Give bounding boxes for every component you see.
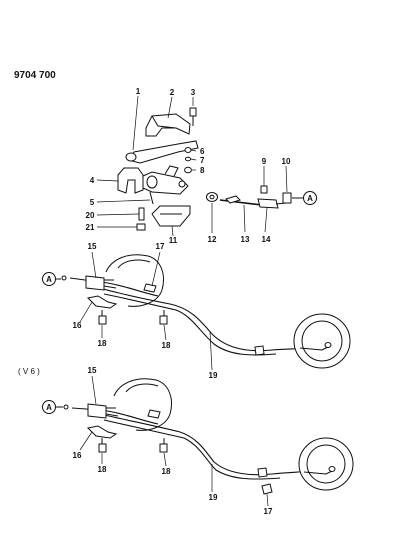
callout-3: 3 [191, 88, 196, 97]
callout-12: 12 [208, 235, 217, 244]
callout-17a: 17 [156, 242, 165, 251]
callout-17b: 17 [264, 507, 273, 516]
callout-15a: 15 [88, 242, 97, 251]
callout-numbers: 1 2 3 4 5 6 7 8 9 10 11 12 13 14 20 21 1… [73, 87, 291, 516]
fitting-10 [282, 192, 292, 204]
callout-16b: 16 [73, 451, 82, 460]
callout-14: 14 [262, 235, 271, 244]
callout-7: 7 [200, 156, 205, 165]
callout-2: 2 [170, 88, 175, 97]
rear-brake-drum-1 [293, 313, 351, 369]
callout-18b: 18 [162, 341, 171, 350]
callout-15b: 15 [88, 366, 97, 375]
cable-routing-v6: A [42, 375, 354, 507]
screw-6 [184, 147, 192, 153]
nut-18b [159, 315, 168, 325]
washer-7 [184, 156, 192, 162]
callout-11: 11 [169, 236, 178, 245]
cable-bracket-16 [86, 295, 118, 309]
lever-assembly: A [96, 95, 317, 237]
connector-a-top [303, 191, 317, 205]
callout-18d: 18 [162, 467, 171, 476]
callout-5: 5 [90, 198, 95, 207]
bolt-3 [189, 107, 197, 117]
lever-boot [151, 205, 191, 227]
callout-13: 13 [241, 235, 250, 244]
lever-cover [145, 113, 191, 137]
diagram-code: 9704 700 [14, 70, 56, 81]
nut-18d [159, 443, 168, 453]
callout-9: 9 [262, 157, 267, 166]
connector-a-bottom-label: A [46, 403, 52, 412]
callout-6: 6 [200, 147, 205, 156]
callout-18c: 18 [98, 465, 107, 474]
connector-a-bottom [42, 400, 56, 414]
callout-16a: 16 [73, 321, 82, 330]
pin-21 [136, 223, 146, 231]
callout-10: 10 [282, 157, 291, 166]
callout-8: 8 [200, 166, 205, 175]
connector-a-top-label: A [307, 194, 313, 203]
cable-adjuster [257, 198, 279, 209]
callout-20: 20 [86, 211, 95, 220]
callout-19b: 19 [209, 493, 218, 502]
connector-a-mid [42, 272, 56, 286]
connector-a-mid-label: A [46, 275, 52, 284]
cable-routing-standard: A [42, 251, 351, 371]
nut-8 [184, 166, 192, 174]
callout-18a: 18 [98, 339, 107, 348]
variant-label-v6: ( V 6 ) [18, 367, 40, 376]
nut-18c [98, 443, 107, 453]
lever-base-bracket [117, 167, 144, 194]
nut-18a [98, 315, 107, 325]
pin-20 [138, 207, 145, 221]
callout-21: 21 [86, 223, 95, 232]
brake-lever-arm [127, 140, 199, 164]
callout-4: 4 [90, 176, 95, 185]
callout-1: 1 [136, 87, 141, 96]
callout-19a: 19 [209, 371, 218, 380]
clip-17-v6 [261, 483, 273, 495]
cable-bracket-16-v6 [86, 425, 118, 439]
